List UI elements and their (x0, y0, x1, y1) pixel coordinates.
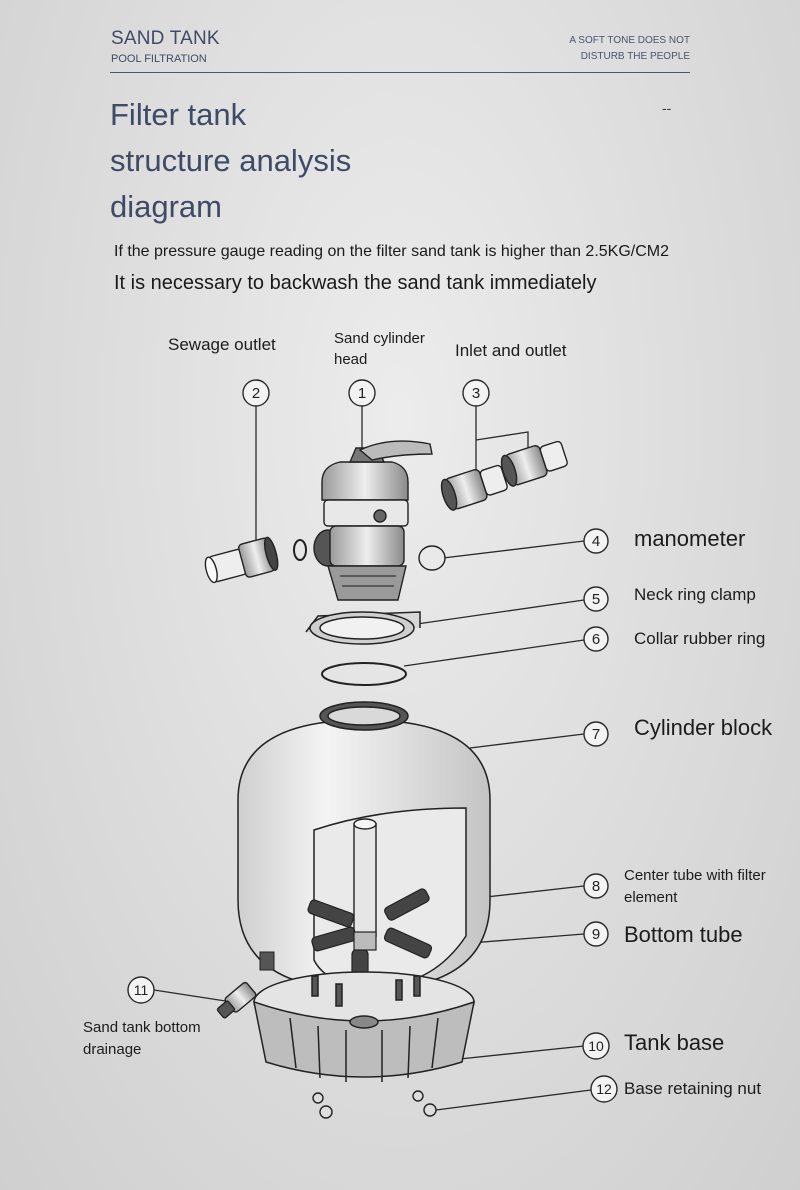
callout-number-11: 11 (134, 982, 149, 998)
callout-number-3: 3 (472, 385, 480, 402)
label-collar-rubber-ring: Collar rubber ring (634, 629, 766, 648)
tank-base (253, 971, 475, 1082)
header-divider (110, 72, 690, 73)
page-title-line3: diagram (110, 189, 222, 224)
label-sand-cylinder-head-line1: Sand cylinder (334, 330, 425, 347)
callout-6: 6 (583, 626, 609, 652)
callout-2: 2 (242, 379, 270, 407)
tagline-line2: DISTURB THE PEOPLE (580, 51, 690, 62)
tagline-line1: A SOFT TONE DOES NOT (569, 35, 690, 46)
manometer-part (418, 545, 446, 571)
callout-number-2: 2 (252, 385, 260, 402)
label-bottom-drainage-line2: drainage (83, 1041, 142, 1058)
callout-number-5: 5 (592, 591, 600, 608)
sewage-o-ring (293, 539, 307, 561)
label-tank-base: Tank base (624, 1030, 725, 1055)
label-base-retaining-nut: Base retaining nut (624, 1079, 762, 1098)
decorative-dashes: -- (662, 100, 672, 116)
sewage-outlet-fitting (204, 536, 279, 584)
callout-number-9: 9 (592, 926, 600, 943)
callout-number-1: 1 (358, 385, 366, 402)
callout-5: 5 (583, 586, 609, 612)
callout-3: 3 (462, 379, 490, 407)
bottom-drain-fitting (216, 981, 257, 1019)
leader-5 (409, 599, 585, 626)
callout-7: 7 (583, 721, 609, 747)
leader-10 (449, 1045, 585, 1061)
label-cylinder-block: Cylinder block (634, 715, 773, 740)
backwash-note: It is necessary to backwash the sand tan… (114, 272, 597, 294)
leader-6 (403, 639, 585, 667)
label-inlet-outlet: Inlet and outlet (455, 341, 567, 360)
label-neck-ring-clamp: Neck ring clamp (634, 585, 756, 604)
callout-11: 11 (127, 976, 155, 1004)
leader-4 (442, 540, 585, 559)
callout-number-12: 12 (596, 1081, 612, 1097)
drain-port (259, 951, 275, 971)
leader-3b (475, 431, 529, 452)
label-center-tube-line2: element (624, 889, 678, 906)
callout-number-6: 6 (592, 631, 600, 648)
callout-number-10: 10 (588, 1038, 604, 1054)
callout-number-7: 7 (592, 726, 600, 743)
label-bottom-drainage-line1: Sand tank bottom (83, 1019, 201, 1036)
leader-7 (469, 733, 585, 749)
page-title-line2: structure analysis (110, 143, 352, 178)
label-sand-cylinder-head-line2: head (334, 351, 368, 368)
label-bottom-tube: Bottom tube (624, 922, 743, 947)
callout-9: 9 (583, 921, 609, 947)
leader-12 (435, 1089, 592, 1111)
center-tube (353, 818, 377, 937)
brand-title: SAND TANK (111, 28, 220, 49)
label-manometer: manometer (634, 526, 746, 551)
brand-subtitle: POOL FILTRATION (111, 53, 207, 65)
collar-rubber-ring (321, 662, 407, 686)
callout-1: 1 (348, 379, 376, 407)
base-retaining-nuts (312, 1090, 437, 1119)
callout-4: 4 (583, 528, 609, 554)
pressure-note: If the pressure gauge reading on the fil… (114, 243, 669, 260)
label-center-tube-line1: Center tube with filter (624, 867, 766, 884)
page-title-line1: Filter tank (110, 97, 247, 132)
callout-12: 12 (590, 1075, 618, 1103)
callout-number-4: 4 (592, 533, 600, 550)
inlet-outlet-unions (440, 440, 568, 511)
label-sewage-outlet: Sewage outlet (168, 335, 276, 354)
valve-head (313, 440, 433, 601)
callout-8: 8 (583, 873, 609, 899)
leader-11 (153, 989, 233, 1003)
callout-10: 10 (582, 1032, 610, 1060)
callout-number-8: 8 (592, 878, 600, 895)
neck-ring-clamp (305, 611, 421, 645)
